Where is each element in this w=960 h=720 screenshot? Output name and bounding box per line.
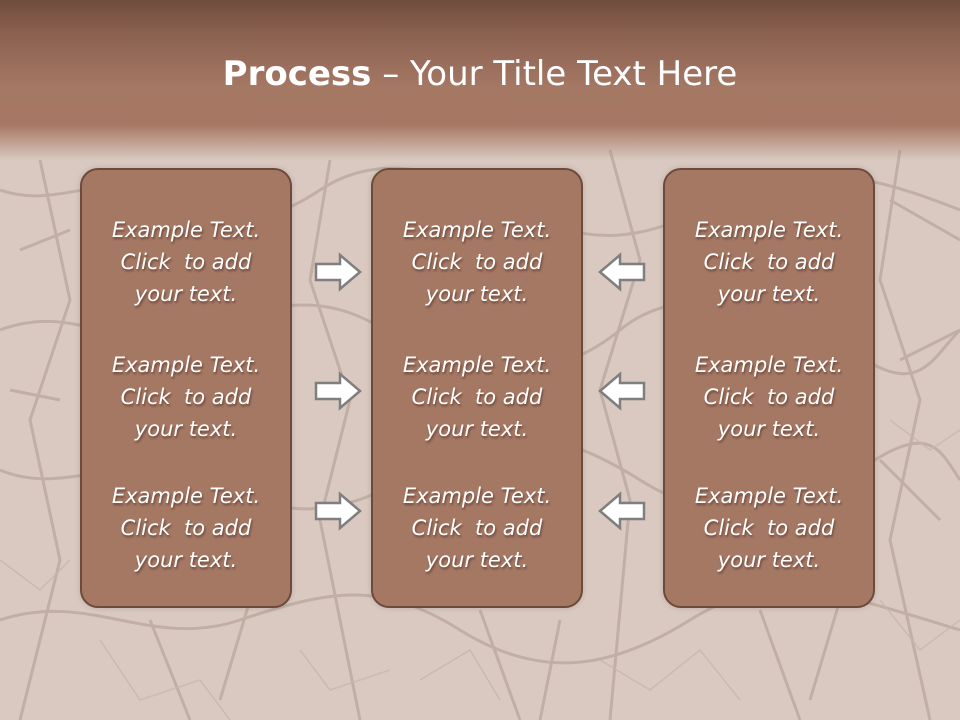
text-line: Click to add — [411, 516, 543, 540]
arrow-left-icon — [598, 491, 646, 531]
text-line: your text. — [134, 548, 238, 572]
text-line: Click to add — [703, 250, 835, 274]
title-rest: Your Title Text Here — [410, 54, 738, 94]
text-line: your text. — [425, 417, 529, 441]
text-block[interactable]: Example Text. Click to add your text. — [665, 480, 873, 576]
text-block[interactable]: Example Text. Click to add your text. — [373, 349, 581, 445]
text-line: Example Text. — [402, 353, 552, 377]
text-line: Click to add — [703, 385, 835, 409]
text-block[interactable]: Example Text. Click to add your text. — [665, 214, 873, 310]
text-line: Example Text. — [694, 353, 844, 377]
text-line: Example Text. — [111, 218, 261, 242]
text-line: Example Text. — [694, 218, 844, 242]
title-band — [0, 0, 960, 160]
text-line: Example Text. — [402, 484, 552, 508]
text-block[interactable]: Example Text. Click to add your text. — [373, 480, 581, 576]
text-block[interactable]: Example Text. Click to add your text. — [665, 349, 873, 445]
text-line: Click to add — [411, 385, 543, 409]
title-bold-part: Process — [222, 54, 372, 94]
text-line: your text. — [134, 282, 238, 306]
text-block[interactable]: Example Text. Click to add your text. — [373, 214, 581, 310]
arrow-right-icon — [314, 371, 362, 411]
text-block[interactable]: Example Text. Click to add your text. — [82, 214, 290, 310]
slide-title[interactable]: Process – Your Title Text Here — [0, 52, 960, 96]
text-line: your text. — [134, 417, 238, 441]
text-line: Example Text. — [111, 353, 261, 377]
text-line: Example Text. — [402, 218, 552, 242]
text-line: your text. — [717, 417, 821, 441]
text-line: your text. — [425, 548, 529, 572]
text-line: Example Text. — [111, 484, 261, 508]
text-line: Click to add — [703, 516, 835, 540]
process-panel-center[interactable]: Example Text. Click to add your text. Ex… — [371, 168, 583, 608]
title-separator: – — [371, 54, 411, 94]
text-block[interactable]: Example Text. Click to add your text. — [82, 480, 290, 576]
arrow-left-icon — [598, 371, 646, 411]
text-block[interactable]: Example Text. Click to add your text. — [82, 349, 290, 445]
text-line: Click to add — [120, 250, 252, 274]
text-line: Click to add — [120, 385, 252, 409]
arrow-right-icon — [314, 491, 362, 531]
text-line: Example Text. — [694, 484, 844, 508]
text-line: Click to add — [120, 516, 252, 540]
text-line: Click to add — [411, 250, 543, 274]
text-line: your text. — [717, 282, 821, 306]
process-panel-left[interactable]: Example Text. Click to add your text. Ex… — [80, 168, 292, 608]
text-line: your text. — [717, 548, 821, 572]
text-line: your text. — [425, 282, 529, 306]
arrow-left-icon — [598, 252, 646, 292]
process-panel-right[interactable]: Example Text. Click to add your text. Ex… — [663, 168, 875, 608]
arrow-right-icon — [314, 252, 362, 292]
